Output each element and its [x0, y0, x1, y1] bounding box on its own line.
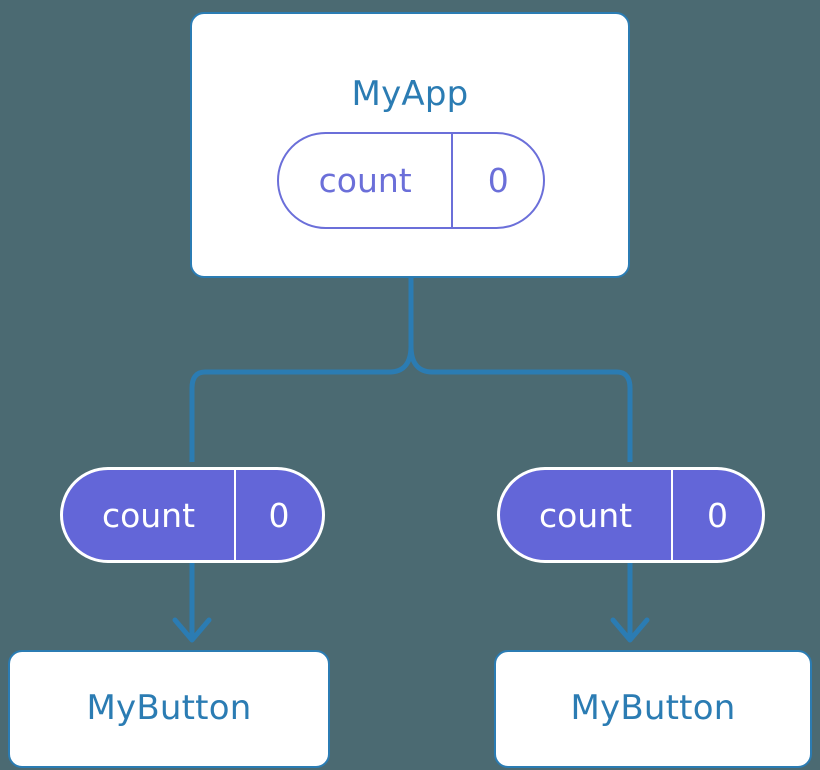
state-pill-right-key: count: [500, 470, 674, 560]
connector-branch-right: [408, 345, 633, 462]
state-pill-myapp[interactable]: count 0: [277, 132, 545, 229]
state-pill-left-key: count: [63, 470, 236, 560]
component-box-mybutton-right[interactable]: MyButton: [494, 650, 812, 768]
component-box-mybutton-left[interactable]: MyButton: [8, 650, 330, 768]
state-pill-myapp-value: 0: [487, 161, 509, 200]
connector-branch-left: [189, 345, 414, 462]
state-pill-left-value: 0: [268, 495, 290, 535]
state-pill-right[interactable]: count 0: [497, 467, 765, 563]
state-pill-right-value: 0: [707, 495, 729, 535]
component-title-mybutton-right: MyButton: [570, 688, 736, 728]
state-pill-myapp-key: count: [279, 134, 454, 227]
arrow-head-right-icon: [610, 617, 650, 643]
component-title-mybutton-left: MyButton: [86, 688, 252, 728]
component-title-myapp: MyApp: [351, 74, 469, 114]
arrow-head-left-icon: [172, 617, 212, 643]
state-pill-left[interactable]: count 0: [60, 467, 325, 563]
